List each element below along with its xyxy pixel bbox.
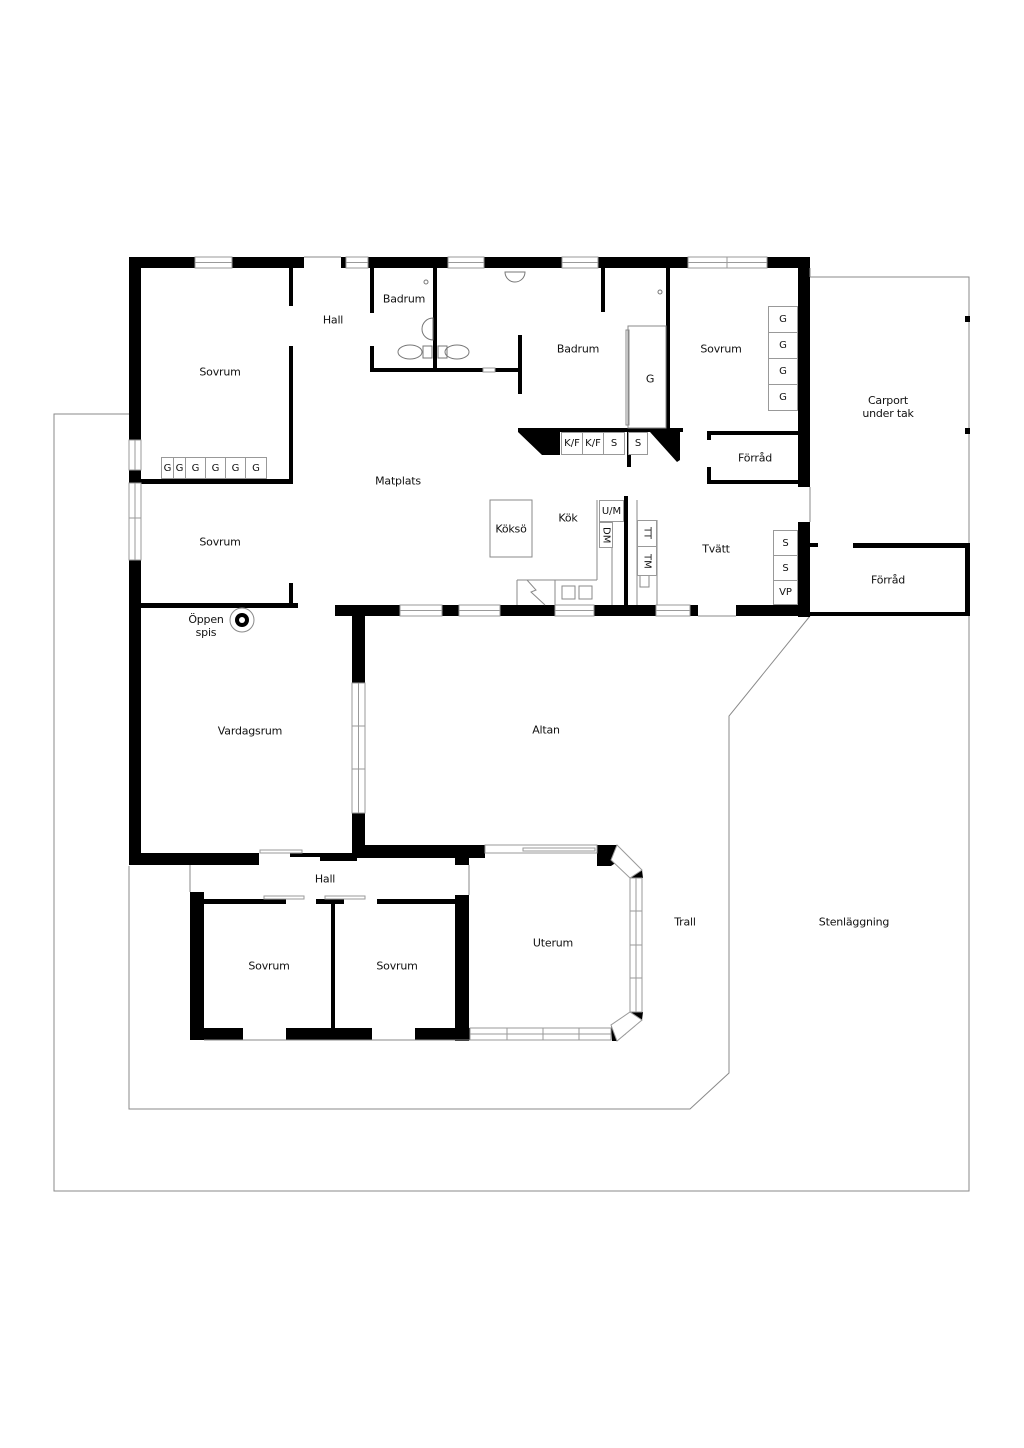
room-label-kok: Kök	[558, 511, 578, 525]
room-label-forrad-inner: Förråd	[737, 451, 773, 465]
room-label-sovrum-nw: Sovrum	[199, 365, 241, 379]
room-label-sovrum-sw1: Sovrum	[248, 959, 290, 973]
cabinet-cell: S	[603, 432, 625, 455]
washer-cell: TM	[637, 546, 657, 576]
wardrobe-cell: G	[185, 457, 206, 479]
room-label-sovrum-w: Sovrum	[199, 535, 241, 549]
dryer-cell: TT	[637, 520, 657, 547]
room-label-badrum-small: Badrum	[382, 292, 426, 306]
room-label-sovrum-sw2: Sovrum	[376, 959, 418, 973]
room-label-carport: Carport under tak	[862, 394, 914, 420]
room-label-uterum: Uterum	[532, 936, 574, 950]
room-label-badrum-large: Badrum	[556, 342, 600, 356]
wardrobe-cell: G	[768, 384, 798, 411]
dishwasher-cell: DM	[599, 522, 613, 548]
room-label-hall-north: Hall	[322, 313, 344, 327]
wardrobe-cell: G	[225, 457, 246, 479]
walls	[129, 257, 970, 1041]
fridge-freezer-cell: K/F	[582, 432, 604, 455]
kitchen-island-label: Köksö	[495, 522, 527, 536]
wardrobe-cell: G	[245, 457, 267, 479]
cabinet-cell: S	[773, 530, 798, 556]
room-label-altan: Altan	[532, 723, 560, 737]
cabinet-cell: S	[628, 432, 648, 455]
wardrobe-cell: G	[768, 306, 798, 333]
site-outline	[53, 276, 970, 1192]
room-label-matplats: Matplats	[375, 474, 421, 488]
heat-pump-cell: VP	[773, 580, 798, 605]
area-label-stenlaggning: Stenläggning	[818, 915, 890, 929]
windows	[128, 256, 768, 1042]
wardrobe-cell: G	[768, 358, 798, 385]
room-label-sovrum-ne: Sovrum	[700, 342, 742, 356]
room-label-vardagsrum: Vardagsrum	[217, 724, 283, 738]
oven-micro-cell: U/M	[599, 500, 624, 522]
room-label-forrad-outer: Förråd	[870, 573, 906, 587]
fridge-freezer-cell: K/F	[561, 432, 583, 455]
wardrobe-cell: G	[768, 332, 798, 359]
room-label-tvatt: Tvätt	[702, 542, 730, 556]
fireplace-label: Öppen spis	[188, 613, 224, 639]
bath-wardrobe-label: G	[645, 372, 655, 386]
area-label-trall: Trall	[674, 915, 696, 929]
room-label-hall-south: Hall	[314, 872, 336, 886]
cabinet-cell: S	[773, 555, 798, 581]
wardrobe-cell: G	[205, 457, 226, 479]
